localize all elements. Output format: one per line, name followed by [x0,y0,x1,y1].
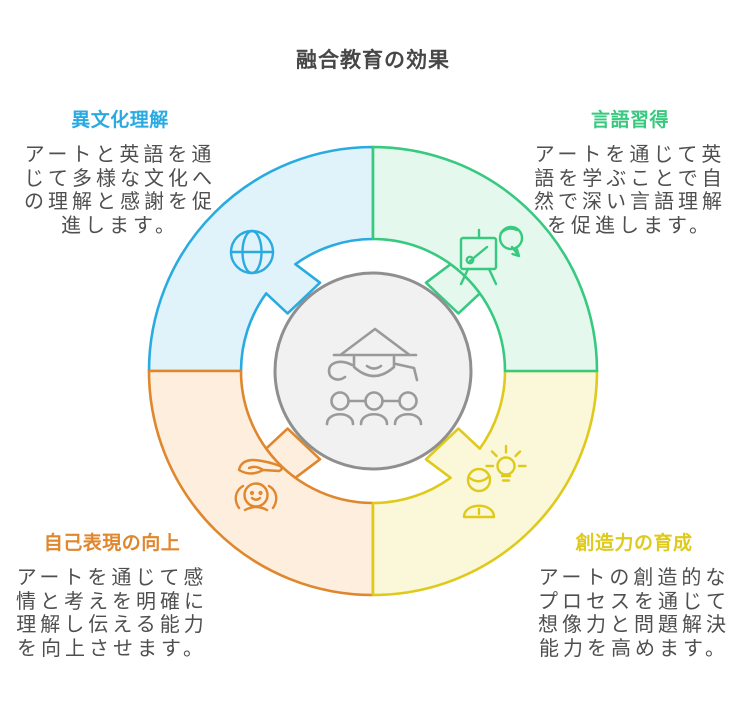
page-title: 融合教育の効果 [296,49,450,72]
person-idea-icon [462,444,527,519]
section-language-label: 言語習得 アートを通じて英語を学ぶことで自然で深い言語理解を促進します。 [532,108,728,238]
hand-over-child-icon [234,458,283,512]
section-expression-body: アートを通じて感情と考えを明確に理解し伝える能力を向上させます。 [16,567,208,660]
globe-icon [229,229,275,275]
section-expression-label: 自己表現の向上 アートを通じて感情と考えを明確に理解し伝える能力を向上させます。 [14,531,210,661]
section-expression-heading: 自己表現の向上 [43,533,181,554]
teacher-and-students-icon [325,327,423,426]
sector-language [371,145,599,373]
section-creativity-body: アートの創造的なプロセスを通じて想像力と問題解決能力を高めます。 [538,567,730,660]
section-culture-heading: 異文化理解 [71,110,169,131]
center-circle [273,271,473,471]
sector-creativity [371,369,599,597]
section-culture-body: アートと英語を通じて多様な文化への理解と感謝を促進します。 [24,144,216,237]
section-creativity-heading: 創造力の育成 [575,533,693,554]
section-culture-label: 異文化理解 アートと英語を通じて多様な文化への理解と感謝を促進します。 [22,108,218,238]
art-easel-icon [459,225,524,286]
section-language-heading: 言語習得 [590,110,669,131]
section-language-body: アートを通じて英語を学ぶことで自然で深い言語理解を促進します。 [534,144,726,237]
section-creativity-label: 創造力の育成 アートの創造的なプロセスを通じて想像力と問題解決能力を高めます。 [536,531,732,661]
